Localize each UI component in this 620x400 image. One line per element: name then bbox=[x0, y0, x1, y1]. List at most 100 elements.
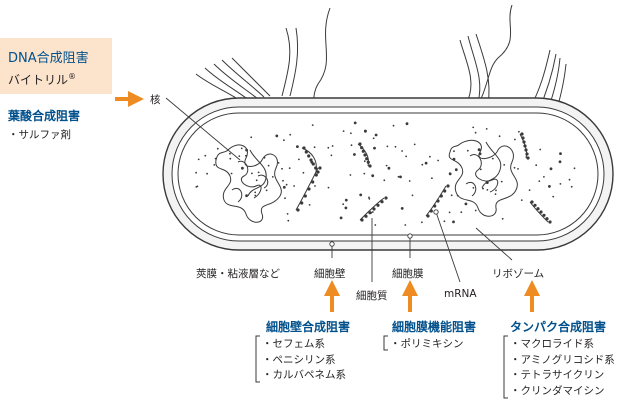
cytoplasm-dot bbox=[308, 204, 311, 206]
cytoplasm-dot bbox=[284, 197, 286, 200]
cytoplasm-dot bbox=[245, 194, 249, 198]
cytoplasm-dot bbox=[399, 175, 402, 179]
cytoplasm-dot bbox=[359, 193, 363, 197]
cytoplasm-dot bbox=[535, 164, 538, 167]
capsule-label: 莢膜・粘液層など bbox=[196, 268, 280, 280]
mrna-label: mRNA bbox=[444, 288, 477, 300]
cytoplasm-dot bbox=[350, 144, 353, 147]
cytoplasm-dot bbox=[287, 219, 290, 222]
cytoplasm-dot bbox=[452, 220, 455, 224]
cytoplasm-dot bbox=[371, 211, 374, 213]
cytoplasm-dots bbox=[195, 121, 576, 226]
cytoplasm-dot bbox=[477, 148, 481, 152]
ribosome-bead bbox=[307, 187, 311, 191]
mrna-marker bbox=[433, 209, 439, 215]
cytoplasm-dot bbox=[255, 179, 258, 182]
ribosome-bead bbox=[368, 164, 372, 168]
cytoplasm-dot bbox=[482, 187, 484, 190]
protein-synthesis-inhibition-title: タンパク合成阻害 bbox=[510, 320, 607, 334]
cytoplasm-dot bbox=[342, 130, 345, 133]
cytoplasm-dot bbox=[429, 155, 431, 158]
cytoplasm-dot bbox=[363, 160, 366, 163]
cytoplasm-dot bbox=[195, 171, 198, 174]
cytoplasm-dot bbox=[288, 167, 291, 170]
cytoplasm-dot bbox=[424, 161, 428, 165]
cytoplasm-dot bbox=[254, 194, 257, 197]
cytoplasm-dot bbox=[285, 183, 288, 186]
cytoplasm-dot bbox=[230, 172, 233, 175]
cytoplasm-dot bbox=[204, 154, 207, 157]
cytoplasm-dot bbox=[263, 156, 266, 159]
drug-item: ・マクロライド系 bbox=[510, 338, 594, 350]
cytoplasm-dot bbox=[281, 167, 283, 170]
bracket-cell-wall-drugs bbox=[255, 335, 260, 383]
ribosome-bead bbox=[539, 210, 543, 214]
cytoplasm-dot bbox=[548, 185, 551, 188]
cytoplasm-dot bbox=[474, 209, 477, 212]
baytril-text: バイトリル bbox=[8, 73, 69, 87]
ribosome-bead bbox=[314, 166, 318, 170]
cytoplasm-dot bbox=[251, 172, 253, 175]
drug-item: ・カルバペネム系 bbox=[262, 369, 346, 381]
cytoplasm-dot bbox=[401, 150, 403, 152]
cytoplasm-dot bbox=[431, 177, 433, 180]
ribosome-bead bbox=[365, 157, 369, 161]
ribosome-bead bbox=[309, 158, 313, 162]
cytoplasm-dot bbox=[196, 185, 199, 188]
cell-membrane-drug-list: ・ポリミキシン bbox=[390, 337, 464, 353]
ribosome-bead bbox=[296, 208, 300, 212]
cytoplasm-dot bbox=[539, 148, 542, 151]
cytoplasm-dot bbox=[282, 185, 286, 189]
drug-item: ・ペニシリン系 bbox=[262, 353, 336, 366]
cell-membrane-function-inhibition-title: 細胞膜機能阻害 bbox=[392, 320, 477, 334]
cytoplasm-dot bbox=[229, 152, 231, 155]
ribosome-bead bbox=[525, 152, 529, 156]
ribosome-bead bbox=[300, 201, 304, 205]
cytoplasm-dot bbox=[411, 194, 414, 197]
cytoplasm-dot bbox=[495, 189, 497, 192]
ribosome-bead bbox=[523, 144, 527, 148]
cytoplasm-dot bbox=[238, 155, 241, 158]
bracket-cell-membrane-drugs bbox=[383, 335, 388, 351]
ribosome-bead bbox=[521, 136, 525, 140]
ribosome-bead bbox=[542, 213, 546, 217]
ribosome-bead bbox=[360, 146, 364, 150]
cytoplasm-dot bbox=[296, 145, 299, 149]
cytoplasm-dot bbox=[213, 164, 216, 166]
cytoplasm-dot bbox=[408, 180, 411, 182]
cell-wall-marker bbox=[329, 241, 335, 247]
dna-synthesis-inhibition-box bbox=[0, 38, 112, 94]
cytoplasm-dot bbox=[486, 189, 489, 191]
cytoplasm-dot bbox=[518, 130, 520, 133]
cytoplasm-dot bbox=[421, 221, 423, 224]
ribosome-bead bbox=[366, 160, 370, 164]
cell-wall-label: 細胞壁 bbox=[314, 268, 346, 280]
ribosome-bead bbox=[533, 203, 537, 207]
ribosome-beads bbox=[296, 132, 552, 224]
cytoplasm-dot bbox=[474, 131, 477, 134]
ribosome-bead bbox=[522, 140, 526, 144]
cytoplasm-dot bbox=[311, 124, 314, 126]
cytoplasm-dot bbox=[371, 174, 375, 178]
cytoplasm-dot bbox=[374, 133, 378, 137]
cytoplasm-dot bbox=[313, 146, 316, 149]
cytoplasm-dot bbox=[283, 139, 285, 142]
trademark-mark: ® bbox=[68, 72, 77, 81]
cytoplasm-dot bbox=[229, 157, 232, 160]
ribosome-bead bbox=[436, 199, 440, 203]
ribosome-bead bbox=[526, 156, 530, 160]
ribosome-bead bbox=[376, 203, 380, 207]
ribosome-bead bbox=[426, 214, 430, 218]
ribosome-bead bbox=[443, 189, 447, 193]
ribosome-bead bbox=[314, 173, 318, 177]
cell-wall-drug-list: ・セフェム系 ・ペニシリン系 ・カルバペネム系 bbox=[262, 337, 346, 384]
cytoplasm-dot bbox=[364, 129, 367, 133]
cytoplasm-dot bbox=[454, 168, 458, 172]
ribosome-label: リボゾーム bbox=[492, 268, 545, 280]
cytoplasm-dot bbox=[302, 171, 305, 174]
cytoplasm-dot bbox=[342, 203, 345, 206]
cytoplasm-dot bbox=[250, 136, 253, 139]
cytoplasm-dot bbox=[400, 207, 404, 210]
cytoplasm-dot bbox=[514, 138, 516, 141]
